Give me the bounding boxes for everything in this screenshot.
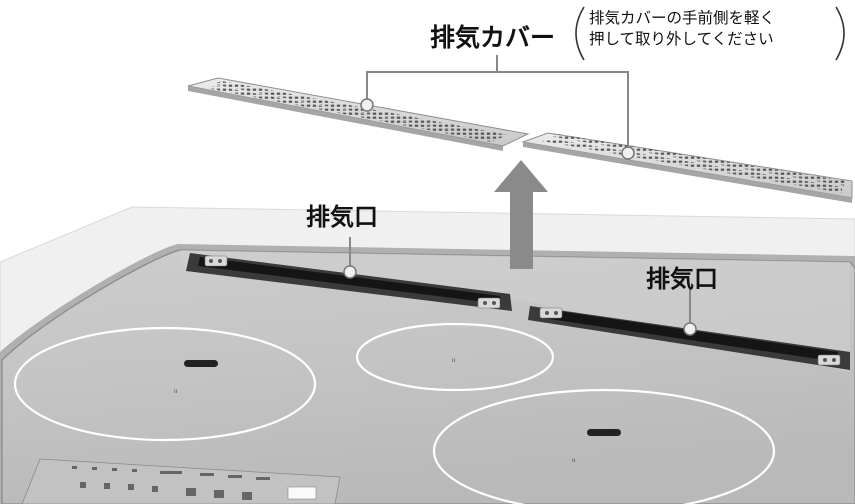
exhaust-cover-label: 排気カバー bbox=[430, 23, 556, 52]
exhaust-cover-left bbox=[187, 77, 530, 151]
note-bracket-left bbox=[575, 6, 585, 61]
exhaust-vent-left-label: 排気口 bbox=[306, 203, 378, 231]
svg-text:ıı: ıı bbox=[452, 357, 456, 364]
vent-right-marker bbox=[683, 322, 697, 336]
cooktop: ıı ıı ıı bbox=[0, 244, 855, 504]
lift-arrow bbox=[494, 160, 548, 269]
cover-left-marker bbox=[360, 98, 374, 112]
burner-rear-center: ıı bbox=[355, 322, 555, 392]
vent-leader-lines bbox=[349, 237, 691, 327]
control-panel bbox=[21, 458, 341, 504]
exhaust-vent-right-label: 排気口 bbox=[646, 265, 718, 293]
burner-left: ıı bbox=[13, 326, 317, 442]
cover-right-marker bbox=[621, 146, 635, 160]
note-line-1: 排気カバーの手前側を軽く bbox=[589, 9, 776, 27]
note-bracket-right bbox=[835, 6, 845, 61]
exhaust-vent-left bbox=[186, 253, 512, 311]
cover-leader-line bbox=[366, 55, 629, 152]
exhaust-cover-removal-note: 排気カバーの手前側を軽く 押して取り外してください bbox=[589, 8, 775, 50]
burner-front-right: ıı bbox=[432, 388, 776, 504]
exhaust-cover-right bbox=[521, 132, 853, 203]
svg-text:ıı: ıı bbox=[174, 388, 178, 395]
note-line-2: 押して取り外してください bbox=[589, 30, 774, 48]
svg-text:ıı: ıı bbox=[572, 457, 576, 464]
vent-left-marker bbox=[343, 265, 357, 279]
